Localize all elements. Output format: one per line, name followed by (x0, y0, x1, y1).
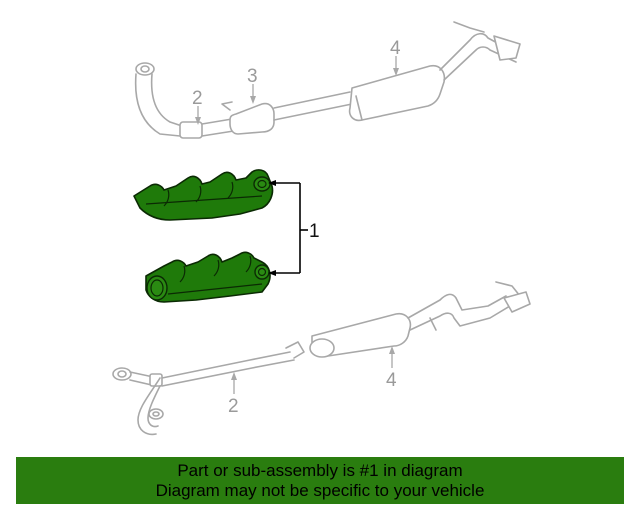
lower-exhaust-manifold (145, 251, 271, 303)
callout-top-pipe: 2 (192, 88, 203, 109)
top-tailpipe-tip (493, 35, 521, 61)
upper-exhaust-manifold (133, 169, 274, 221)
manifold-callout-bracket (268, 180, 308, 276)
bottom-exhaust-assembly (112, 281, 531, 436)
part-info-banner: Part or sub-assembly is #1 in diagram Di… (16, 457, 624, 504)
banner-line-part: Part or sub-assembly is #1 in diagram (177, 461, 463, 480)
callout-bottom-muffler: 4 (386, 370, 397, 391)
banner-line-disclaimer: Diagram may not be specific to your vehi… (155, 481, 485, 500)
callout-bottom-pipe: 2 (228, 396, 239, 417)
top-muffler (348, 64, 446, 122)
callout-manifold: 1 (309, 221, 320, 242)
top-inlet-flange (135, 62, 155, 76)
bottom-inlet-flange (112, 367, 132, 381)
exhaust-diagram: 2 3 4 1 (112, 21, 531, 436)
callout-top-muffler: 4 (390, 38, 401, 59)
top-clamp (179, 121, 203, 139)
top-exhaust-assembly (134, 21, 521, 139)
top-catalytic-converter (229, 102, 275, 135)
bottom-tailpipe-tip (503, 291, 531, 313)
callout-top-converter: 3 (247, 66, 258, 87)
